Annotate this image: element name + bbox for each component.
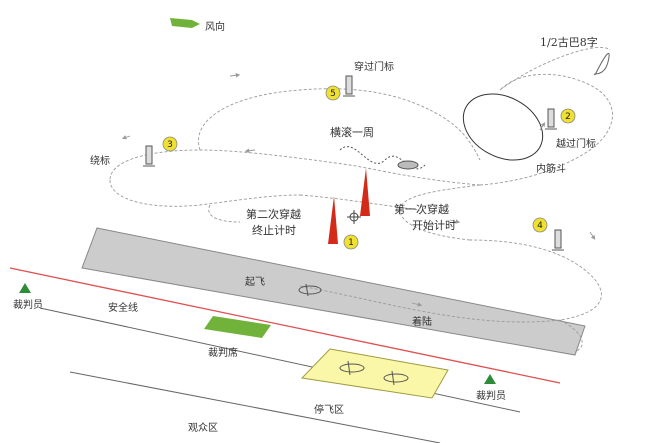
marker-1: 1	[343, 234, 359, 250]
judge-left-icon	[19, 283, 31, 293]
gate-pass-5-label: 穿过门标	[354, 60, 394, 73]
second-pass-label: 第二次穿越	[246, 207, 301, 221]
gate-post-2	[545, 108, 557, 130]
judge-right-icon	[484, 374, 496, 384]
takeoff-label: 起飞	[245, 276, 265, 288]
takeoff-plane-icon	[298, 283, 322, 297]
inner-loop	[462, 93, 544, 161]
judge-stand-label: 裁判席	[208, 346, 238, 359]
safety-line	[9, 267, 561, 384]
parked-plane-icon	[339, 360, 365, 376]
center-marker-icon	[347, 210, 361, 224]
pylon-right	[360, 168, 370, 216]
judge-stand-pad	[204, 316, 271, 338]
wind-arrow-icon	[170, 18, 200, 28]
svg-text:4: 4	[537, 221, 543, 231]
marker-3: 3	[162, 136, 178, 152]
marker-5: 5	[325, 85, 341, 101]
pylon-turn-label: 绕标	[90, 154, 110, 167]
roll-label: 横滚一周	[330, 125, 374, 139]
gate-post-5	[343, 75, 355, 97]
marker-2: 2	[560, 108, 576, 124]
boundary-line-2	[69, 371, 441, 443]
parking-label: 停飞区	[314, 403, 344, 416]
second-pass-stop-label: 终止计时	[252, 223, 296, 237]
figure8-label: 1/2古巴8字	[540, 35, 598, 49]
runway	[81, 227, 586, 356]
marker-4: 4	[532, 217, 548, 233]
gate-pass-2-label: 越过门标	[556, 137, 596, 150]
gate-post-4	[552, 229, 564, 251]
pylon-left	[328, 196, 338, 244]
judge-left-label: 裁判员	[13, 298, 43, 311]
spectator-label: 观众区	[188, 422, 218, 434]
gate-post-3	[143, 145, 155, 167]
boundary-line-1	[39, 307, 521, 413]
inner-loop-label: 内筋斗	[536, 162, 566, 175]
svg-text:5: 5	[330, 89, 336, 99]
safety-line-label: 安全线	[108, 301, 138, 314]
svg-text:3: 3	[167, 140, 173, 150]
parked-plane-icon	[383, 370, 409, 386]
figure-eight-path	[594, 52, 610, 76]
landing-label: 着陆	[412, 315, 432, 328]
flight-path	[109, 46, 613, 353]
judge-right-label: 裁判员	[476, 389, 506, 402]
path-arrows	[121, 73, 596, 307]
first-pass-start-label: 开始计时	[412, 218, 456, 232]
first-pass-label: 第一次穿越	[394, 202, 449, 216]
wind-label: 风向	[205, 20, 225, 33]
svg-text:2: 2	[565, 112, 571, 122]
parking-zone	[300, 348, 449, 399]
roll-plane-icon	[397, 160, 419, 170]
svg-text:1: 1	[348, 238, 354, 248]
